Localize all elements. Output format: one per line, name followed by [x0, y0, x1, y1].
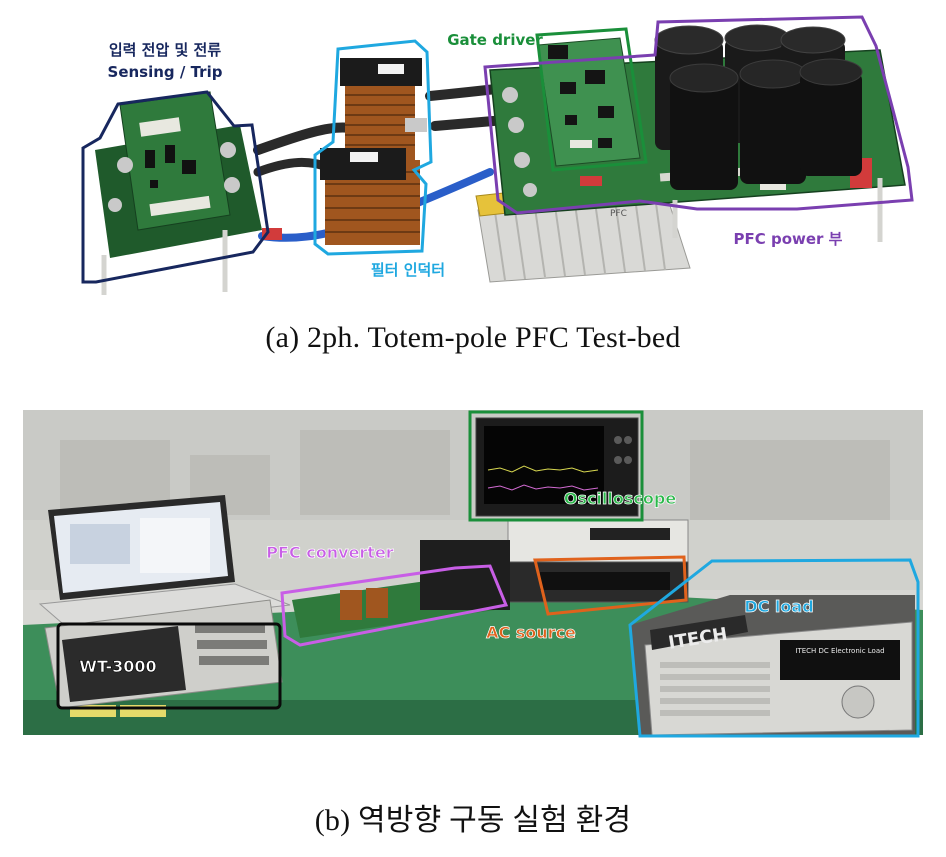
- label-filter-inductor: 필터 인덕터: [371, 261, 445, 279]
- capacitor-bank: [654, 24, 863, 190]
- label-dc-load: DC load: [744, 597, 813, 616]
- outline-pfc-power: [483, 15, 914, 215]
- label-sensing-line1: 입력 전압 및 전류: [109, 41, 221, 59]
- outline-ac-source: [533, 555, 688, 616]
- wt3000-analyzer: WT-3000: [44, 599, 283, 709]
- outline-filter-inductor: [313, 39, 433, 256]
- label-ac-source: AC source: [486, 623, 576, 642]
- filter-inductors: [320, 58, 427, 245]
- label-gate-driver: Gate driver: [447, 31, 543, 49]
- panel-b-photo: WT-3000: [23, 410, 923, 738]
- caption-b: (b) 역방향 구동 실험 환경: [314, 804, 632, 837]
- outline-pfc-converter: [280, 564, 509, 647]
- outline-wt3000: [56, 622, 282, 710]
- laptop: [38, 495, 291, 631]
- sensing-board: [95, 91, 262, 295]
- oscilloscope: [475, 417, 639, 517]
- outline-dc-load: [628, 558, 920, 738]
- label-wt3000: WT-3000: [79, 657, 156, 676]
- label-pfc-power: PFC power 부: [734, 230, 843, 248]
- outline-gate-driver: [535, 27, 648, 172]
- brand-itech-sub: ITECH DC Electronic Load: [795, 647, 884, 655]
- label-sensing-line2: Sensing / Trip: [108, 63, 223, 81]
- panel-a-photo: PFC: [81, 15, 914, 295]
- outline-sensing: [81, 90, 270, 284]
- heatsink-mark: PFC: [610, 209, 627, 219]
- caption-a: (a) 2ph. Totem-pole PFC Test-bed: [265, 321, 681, 354]
- dc-load: ITECH ITECH DC Electronic Load: [630, 595, 915, 736]
- gate-driver-board: [537, 37, 641, 167]
- outline-oscilloscope: [468, 410, 644, 522]
- label-oscilloscope: Oscilloscope: [564, 489, 677, 508]
- label-pfc-converter: PFC converter: [266, 543, 394, 562]
